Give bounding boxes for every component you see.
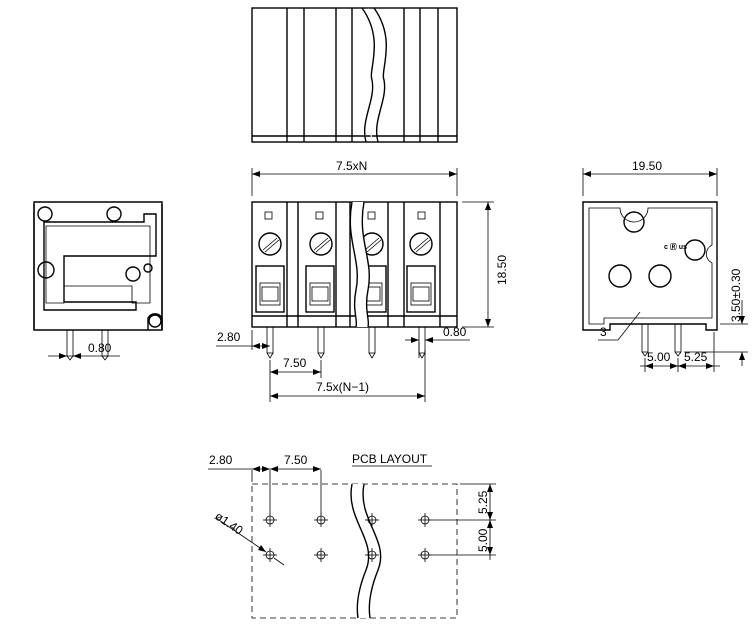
pcb-hole-dia: ø1.40 <box>212 509 246 538</box>
dim-18-50: 18.50 <box>495 255 509 285</box>
pcb-hole <box>263 548 277 562</box>
wire-opening <box>255 265 285 313</box>
pcb-hole <box>365 548 379 562</box>
pcb-dim-5-00: 5.00 <box>476 528 490 552</box>
screw-icon <box>409 232 433 256</box>
front-dimensions: 7.5xN 18.50 2.80 7.50 7.5x(N−1) 0.80 <box>216 159 509 402</box>
pcb-hole <box>314 513 328 527</box>
pcb-hole <box>263 513 277 527</box>
screw-icon <box>258 232 282 256</box>
dim-5-25: 5.25 <box>684 350 708 364</box>
pcb-dim-5-25: 5.25 <box>476 490 490 514</box>
pcb-hole <box>418 513 432 527</box>
pcb-hole <box>365 513 379 527</box>
dim-0-80-left: 0.80 <box>88 341 112 355</box>
top-view <box>251 7 458 143</box>
pcb-hole <box>418 548 432 562</box>
screw-icon <box>309 232 333 256</box>
pcb-dim-2-80: 2.80 <box>209 453 233 467</box>
dim-19-50: 19.50 <box>632 159 662 173</box>
front-view <box>251 201 458 359</box>
pcb-layout-title: PCB LAYOUT <box>352 452 428 466</box>
left-side-view: 0.80 <box>33 201 163 361</box>
dim-3: 3 <box>600 325 607 339</box>
right-side-view: c Ⓡ us 19.50 3.50±0.30 3 5.00 5.25 <box>582 159 748 372</box>
cert-logo: c Ⓡ us <box>664 242 687 251</box>
wire-opening <box>305 265 335 313</box>
dim-3-50-tol: 3.50±0.30 <box>729 268 743 322</box>
pcb-hole <box>314 548 328 562</box>
dim-5-00: 5.00 <box>647 350 671 364</box>
pcb-dim-7-50: 7.50 <box>284 453 308 467</box>
dim-7-50: 7.50 <box>283 356 307 370</box>
dim-2-80: 2.80 <box>217 330 241 344</box>
pcb-layout: PCB LAYOUT <box>208 452 496 619</box>
dim-7-5xn: 7.5xN <box>336 159 367 173</box>
dim-7-5x-n-1: 7.5x(N−1) <box>316 380 369 394</box>
dim-0-80-right: 0.80 <box>443 325 467 339</box>
wire-opening <box>406 265 436 313</box>
